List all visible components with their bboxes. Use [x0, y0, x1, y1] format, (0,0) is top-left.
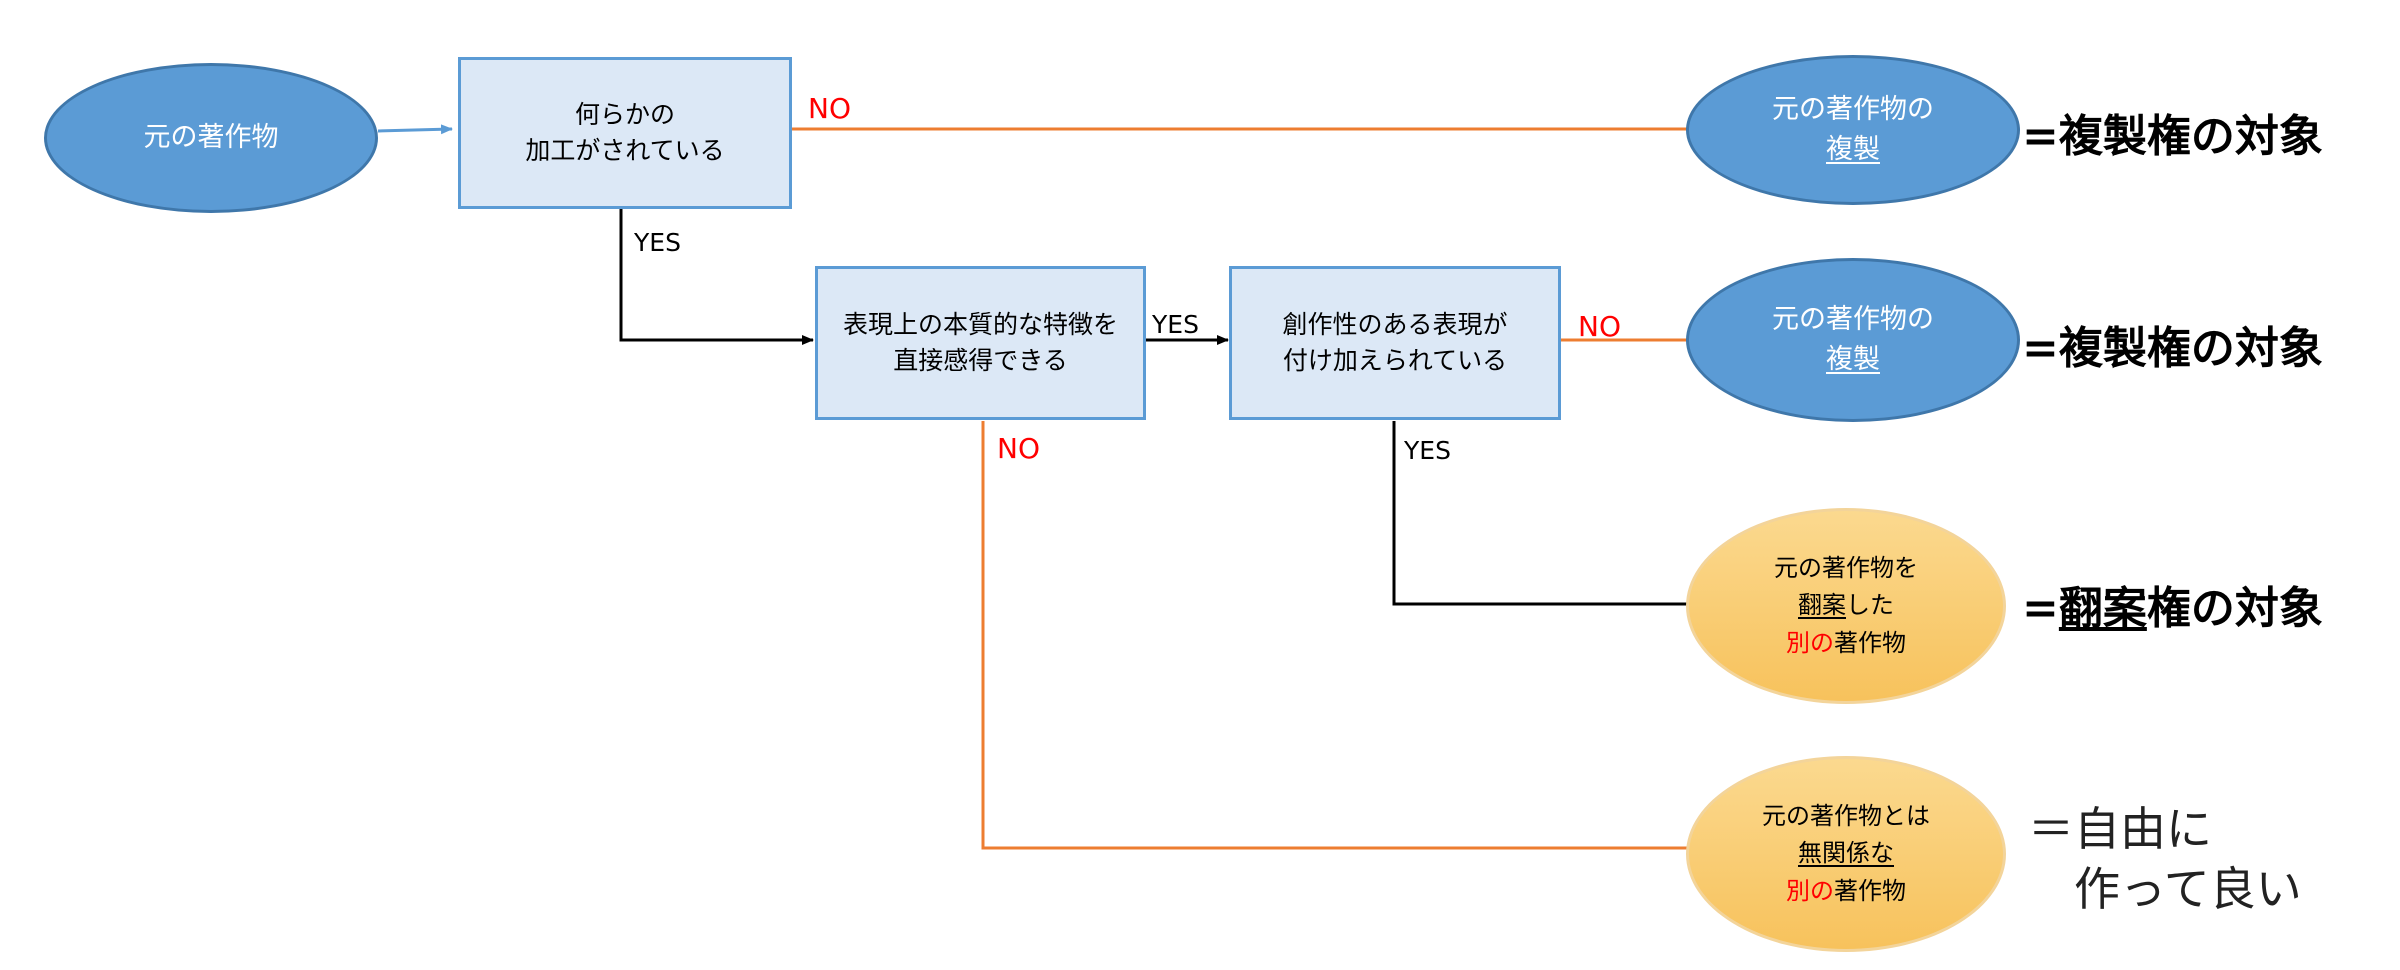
label-yes-q3: YES	[1404, 436, 1451, 465]
outcome-adaptation: 元の著作物を 翻案した 別の著作物	[1686, 508, 2006, 704]
result-free-to-create: ＝自由に 作って良い	[2028, 800, 2302, 920]
arrow-q1-yes-to-q2	[619, 208, 814, 345]
question-essential-features-line1: 表現上の本質的な特徴を	[842, 309, 1118, 339]
label-no-q3: NO	[1578, 310, 1621, 343]
label-no-q2: NO	[997, 432, 1040, 465]
outcome-adaptation-line1: 元の著作物を	[1774, 554, 1918, 583]
outcome-unrelated-line2: 無関係な	[1798, 839, 1894, 868]
question-creative-expression-line2: 付け加えられている	[1282, 346, 1508, 375]
outcome-reproduction-2-line1: 元の著作物の	[1772, 303, 1934, 335]
question-processed-line1: 何らかの	[574, 99, 675, 129]
question-processed-line2: 加工がされている	[525, 136, 725, 165]
start-node: 元の著作物	[44, 63, 378, 213]
outcome-adaptation-underlined: 翻案	[1798, 591, 1846, 620]
outcome-reproduction-1-line1: 元の著作物の	[1772, 93, 1934, 125]
result-adaptation-prefix: =	[2022, 583, 2059, 634]
arrow-start-to-q1	[377, 124, 453, 135]
outcome-adaptation-red-text: 別の	[1786, 628, 1834, 657]
outcome-unrelated-line3-rest: 著作物	[1834, 876, 1906, 905]
question-essential-features-line2: 直接感得できる	[893, 346, 1068, 375]
outcome-unrelated-red-text: 別の	[1786, 876, 1834, 905]
outcome-adaptation-line3-rest: 著作物	[1834, 628, 1906, 657]
outcome-adaptation-line2-rest: した	[1846, 591, 1894, 620]
start-label: 元の著作物	[143, 121, 279, 153]
outcome-unrelated-line3: 別の著作物	[1786, 873, 1906, 910]
question-creative-expression-box: 創作性のある表現が 付け加えられている	[1229, 266, 1561, 420]
question-essential-features-box: 表現上の本質的な特徴を 直接感得できる	[815, 266, 1146, 420]
outcome-reproduction-1: 元の著作物の 複製	[1686, 55, 2020, 205]
result-reproduction-right-2: =複製権の対象	[2022, 323, 2323, 374]
label-yes-q2: YES	[1152, 310, 1199, 339]
label-no-q1: NO	[808, 92, 851, 125]
question-processed-box: 何らかの 加工がされている	[458, 57, 792, 209]
outcome-unrelated-line1: 元の著作物とは	[1762, 802, 1930, 831]
result-free-line1: ＝自由に	[2028, 802, 2212, 856]
arrow-q3-yes-to-out3	[1392, 421, 1701, 609]
result-free-line2: 作って良い	[2074, 861, 2302, 916]
result-adaptation-rest: 権の対象	[2146, 583, 2323, 634]
arrow-q2-no-to-out4	[981, 421, 1701, 853]
outcome-unrelated: 元の著作物とは 無関係な 別の著作物	[1686, 756, 2006, 952]
result-adaptation-right: =翻案権の対象	[2022, 572, 2323, 636]
label-yes-q1: YES	[634, 228, 681, 257]
outcome-reproduction-2: 元の著作物の 複製	[1686, 258, 2020, 422]
outcome-reproduction-1-line2: 複製	[1826, 134, 1880, 165]
outcome-adaptation-line3: 別の著作物	[1786, 625, 1906, 662]
question-creative-expression-line1: 創作性のある表現が	[1282, 309, 1508, 339]
result-adaptation-underlined: 翻案	[2058, 583, 2147, 634]
outcome-adaptation-line2: 翻案した	[1798, 587, 1894, 624]
result-reproduction-right-1: =複製権の対象	[2022, 111, 2323, 162]
outcome-reproduction-2-line2: 複製	[1826, 344, 1880, 375]
